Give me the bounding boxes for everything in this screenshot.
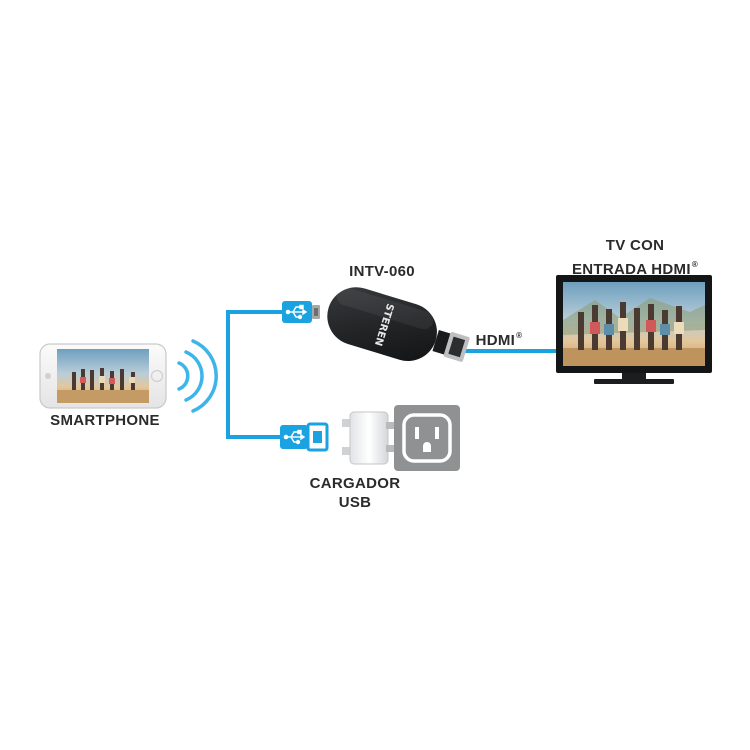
registered-mark: ® <box>691 260 699 269</box>
hdmi-label: HDMI® <box>475 331 523 349</box>
usb-connector-icon <box>280 422 329 452</box>
hdmi-dongle-icon: STEREN <box>327 287 470 362</box>
registered-mark: ® <box>516 331 523 340</box>
tv-label-line1: TV CON <box>605 237 665 254</box>
charger-label: CARGADOR USB <box>290 474 420 512</box>
device-model-label: INTV-060 <box>349 263 415 280</box>
power-outlet-icon <box>394 405 460 471</box>
charger-label-line2: USB <box>338 494 372 511</box>
wifi-signal-icon <box>177 339 218 413</box>
tv-label-line2: ENTRADA HDMI® <box>571 260 699 278</box>
tv-icon <box>556 275 712 384</box>
smartphone-label: SMARTPHONE <box>50 412 160 429</box>
usb-charger-icon <box>342 411 396 465</box>
tv-label: TV CON ENTRADA HDMI® <box>555 236 715 279</box>
smartphone-icon <box>39 343 167 409</box>
charger-label-line1: CARGADOR <box>309 475 401 492</box>
usb-cable <box>226 310 283 439</box>
micro-usb-connector-icon <box>282 301 320 323</box>
